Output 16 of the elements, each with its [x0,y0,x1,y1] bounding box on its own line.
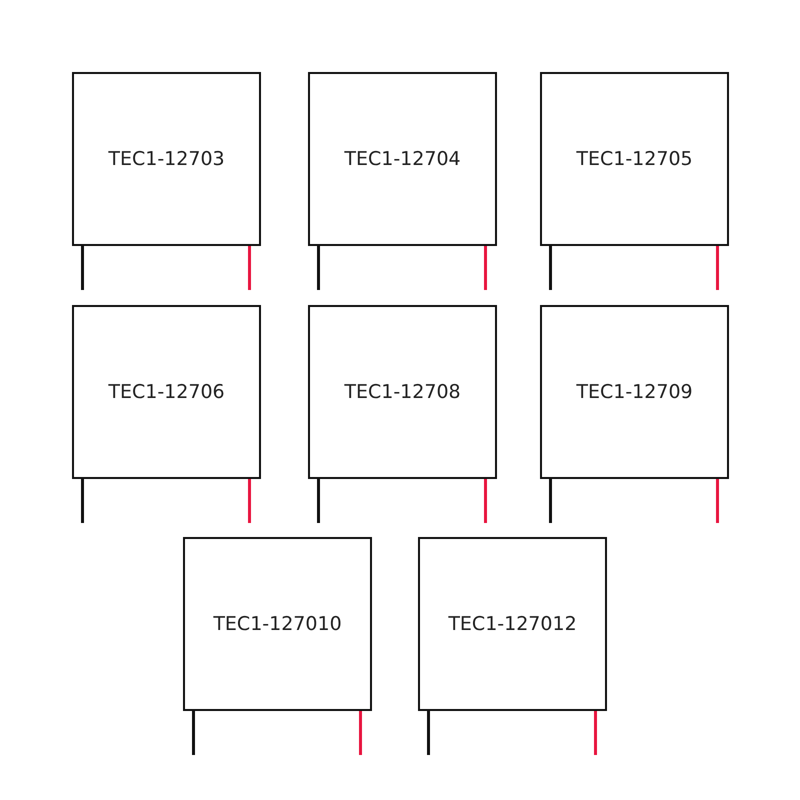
module-box [72,72,261,246]
module-box [183,537,372,711]
model-label: TEC1-12706 [108,381,225,403]
module-box [72,305,261,479]
module-box [308,72,497,246]
model-label: TEC1-12704 [344,148,461,170]
model-label: TEC1-127010 [213,613,342,635]
model-label: TEC1-12708 [344,381,461,403]
module-box [308,305,497,479]
model-label: TEC1-127012 [448,613,577,635]
model-label: TEC1-12705 [576,148,693,170]
module-box [540,305,729,479]
module-box [540,72,729,246]
model-label: TEC1-12703 [108,148,225,170]
module-box [418,537,607,711]
model-label: TEC1-12709 [576,381,693,403]
